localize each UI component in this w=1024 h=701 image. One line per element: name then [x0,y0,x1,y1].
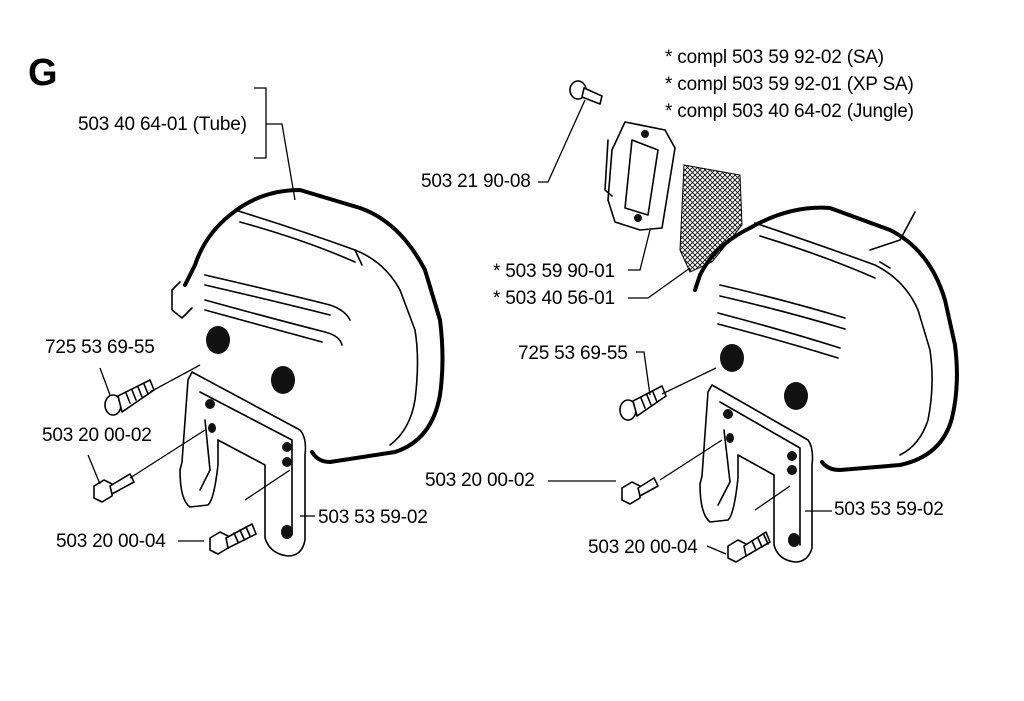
part-number-label: 725 53 69-55 [518,343,628,364]
part-number-label: 503 20 00-04 [56,531,166,552]
spark-arrester-screen [679,164,743,273]
left-screw-top-icon [104,379,155,416]
right-screw-bottom-icon [727,531,771,563]
right-screw-spark-icon [569,80,603,105]
kit-note: * compl 503 59 92-01 (XP SA) [665,74,914,95]
left-muffler [171,188,445,464]
right-bracket [699,384,814,563]
left-screw-mid-icon [93,473,135,503]
part-number-label: 503 21 90-08 [421,171,531,192]
right-muffler-port-icon [720,344,744,372]
part-number-label: * 503 59 90-01 [493,261,615,282]
part-number-label: 503 20 00-02 [42,425,152,446]
left-muffler-port-icon [206,326,230,354]
part-number-label: 503 53 59-02 [834,499,944,520]
kit-note: * compl 503 59 92-02 (SA) [665,47,884,68]
part-number-label: 503 53 59-02 [318,507,428,528]
part-number-label: 503 20 00-02 [425,470,535,491]
left-bracket [179,371,307,557]
left-muffler-port-icon [271,366,295,394]
section-letter: G [28,52,58,94]
part-number-label: * 503 40 56-01 [493,288,615,309]
right-muffler [693,205,959,472]
right-leaders [538,99,832,555]
right-screw-top-icon [619,385,667,421]
kit-note: * compl 503 40 64-02 (Jungle) [665,101,914,122]
part-number-label: 725 53 69-55 [45,337,155,358]
right-screw-mid-icon [621,477,659,505]
part-number-label: 503 40 64-01 (Tube) [78,114,247,135]
part-number-label: 503 20 00-04 [588,537,698,558]
right-muffler-port-icon [784,382,808,410]
left-screw-bottom-icon [209,523,257,555]
spark-arrester-gasket [604,121,676,231]
left-leaders [87,87,315,542]
